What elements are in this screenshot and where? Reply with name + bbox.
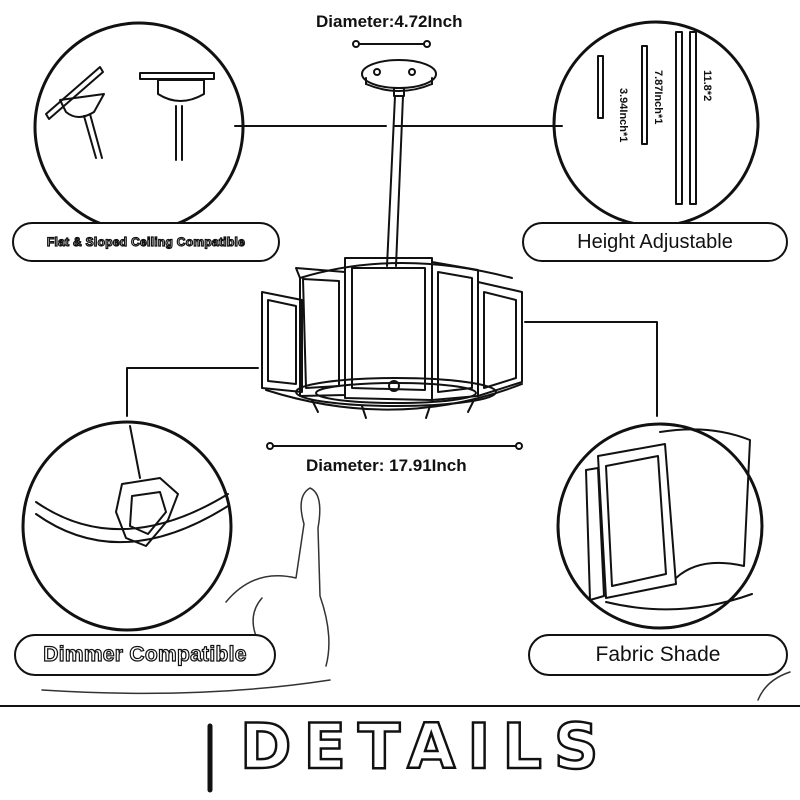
rod-label-long: 11.8*2 — [701, 70, 713, 101]
fabric-shade-pill: Fabric Shade — [528, 634, 788, 676]
shade-detail-circle — [556, 422, 764, 630]
shade-dimension-marker — [266, 442, 523, 450]
canopy-dimension-marker — [352, 40, 431, 48]
dimmer-detail-circle — [21, 420, 233, 632]
hand-background-sketch — [41, 487, 791, 701]
dimmer-compatible-pill: Dimmer Compatible — [14, 634, 276, 676]
height-adjustable-pill: Height Adjustable — [522, 222, 788, 262]
shade-closeup — [585, 428, 753, 611]
rod-label-medium: 7.87Inch*1 — [652, 70, 664, 124]
ceiling-compatible-pill: Flat & Sloped Ceiling Compatible — [12, 222, 280, 262]
rods-icon — [597, 31, 697, 205]
rod-label-short: 3.94Inch*1 — [617, 88, 629, 142]
dimmer-compatible-label: Dimmer Compatible — [43, 642, 247, 666]
canopy-icon-sloped — [45, 66, 105, 159]
ceiling-detail-circle — [33, 21, 245, 233]
canopy-icon-flat — [139, 72, 215, 161]
fabric-shade-label: Fabric Shade — [595, 643, 721, 666]
callout-lines — [126, 125, 658, 417]
height-adjustable-label: Height Adjustable — [577, 230, 733, 253]
shade-diameter-label: Diameter: 17.91Inch — [306, 456, 467, 475]
canopy-diameter-label: Diameter:4.72Inch — [316, 12, 463, 31]
details-title: DETAILS — [239, 710, 611, 783]
socket-closeup — [35, 425, 229, 547]
pendant-light-drawing — [261, 59, 523, 419]
ceiling-compatible-label: Flat & Sloped Ceiling Compatible — [46, 234, 246, 249]
